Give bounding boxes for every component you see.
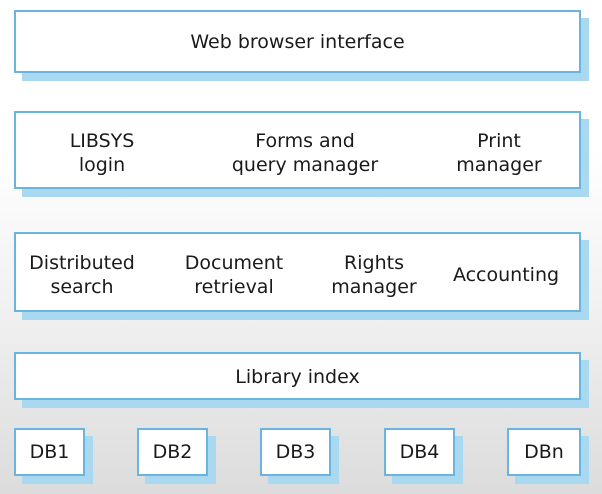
libsys-login-label: LIBSYS login <box>69 130 135 176</box>
user-services-layer: LIBSYS login Forms and query manager Pri… <box>14 111 581 189</box>
core-services-layer: Distributed search Document retrieval Ri… <box>14 232 581 312</box>
library-index-label: Library index <box>235 366 360 388</box>
database-db4-label: DB4 <box>399 441 440 463</box>
database-db4: DB4 <box>384 428 455 476</box>
library-index-layer: Library index <box>14 352 581 400</box>
database-dbn: DBn <box>507 428 581 476</box>
web-browser-interface-label: Web browser interface <box>190 31 405 53</box>
web-browser-interface-layer: Web browser interface <box>14 10 581 73</box>
database-db3: DB3 <box>260 428 331 476</box>
database-db1-label: DB1 <box>29 441 70 463</box>
database-dbn-label: DBn <box>524 441 564 463</box>
database-db2-label: DB2 <box>152 441 193 463</box>
document-retrieval-label: Document retrieval <box>184 252 284 298</box>
rights-manager-label: Rights manager <box>331 252 417 298</box>
print-manager-label: Print manager <box>456 130 542 176</box>
database-db2: DB2 <box>137 428 208 476</box>
accounting-label: Accounting <box>452 264 560 286</box>
database-db3-label: DB3 <box>275 441 316 463</box>
distributed-search-label: Distributed search <box>29 252 135 298</box>
database-db1: DB1 <box>14 428 85 476</box>
forms-query-manager-label: Forms and query manager <box>231 130 379 176</box>
